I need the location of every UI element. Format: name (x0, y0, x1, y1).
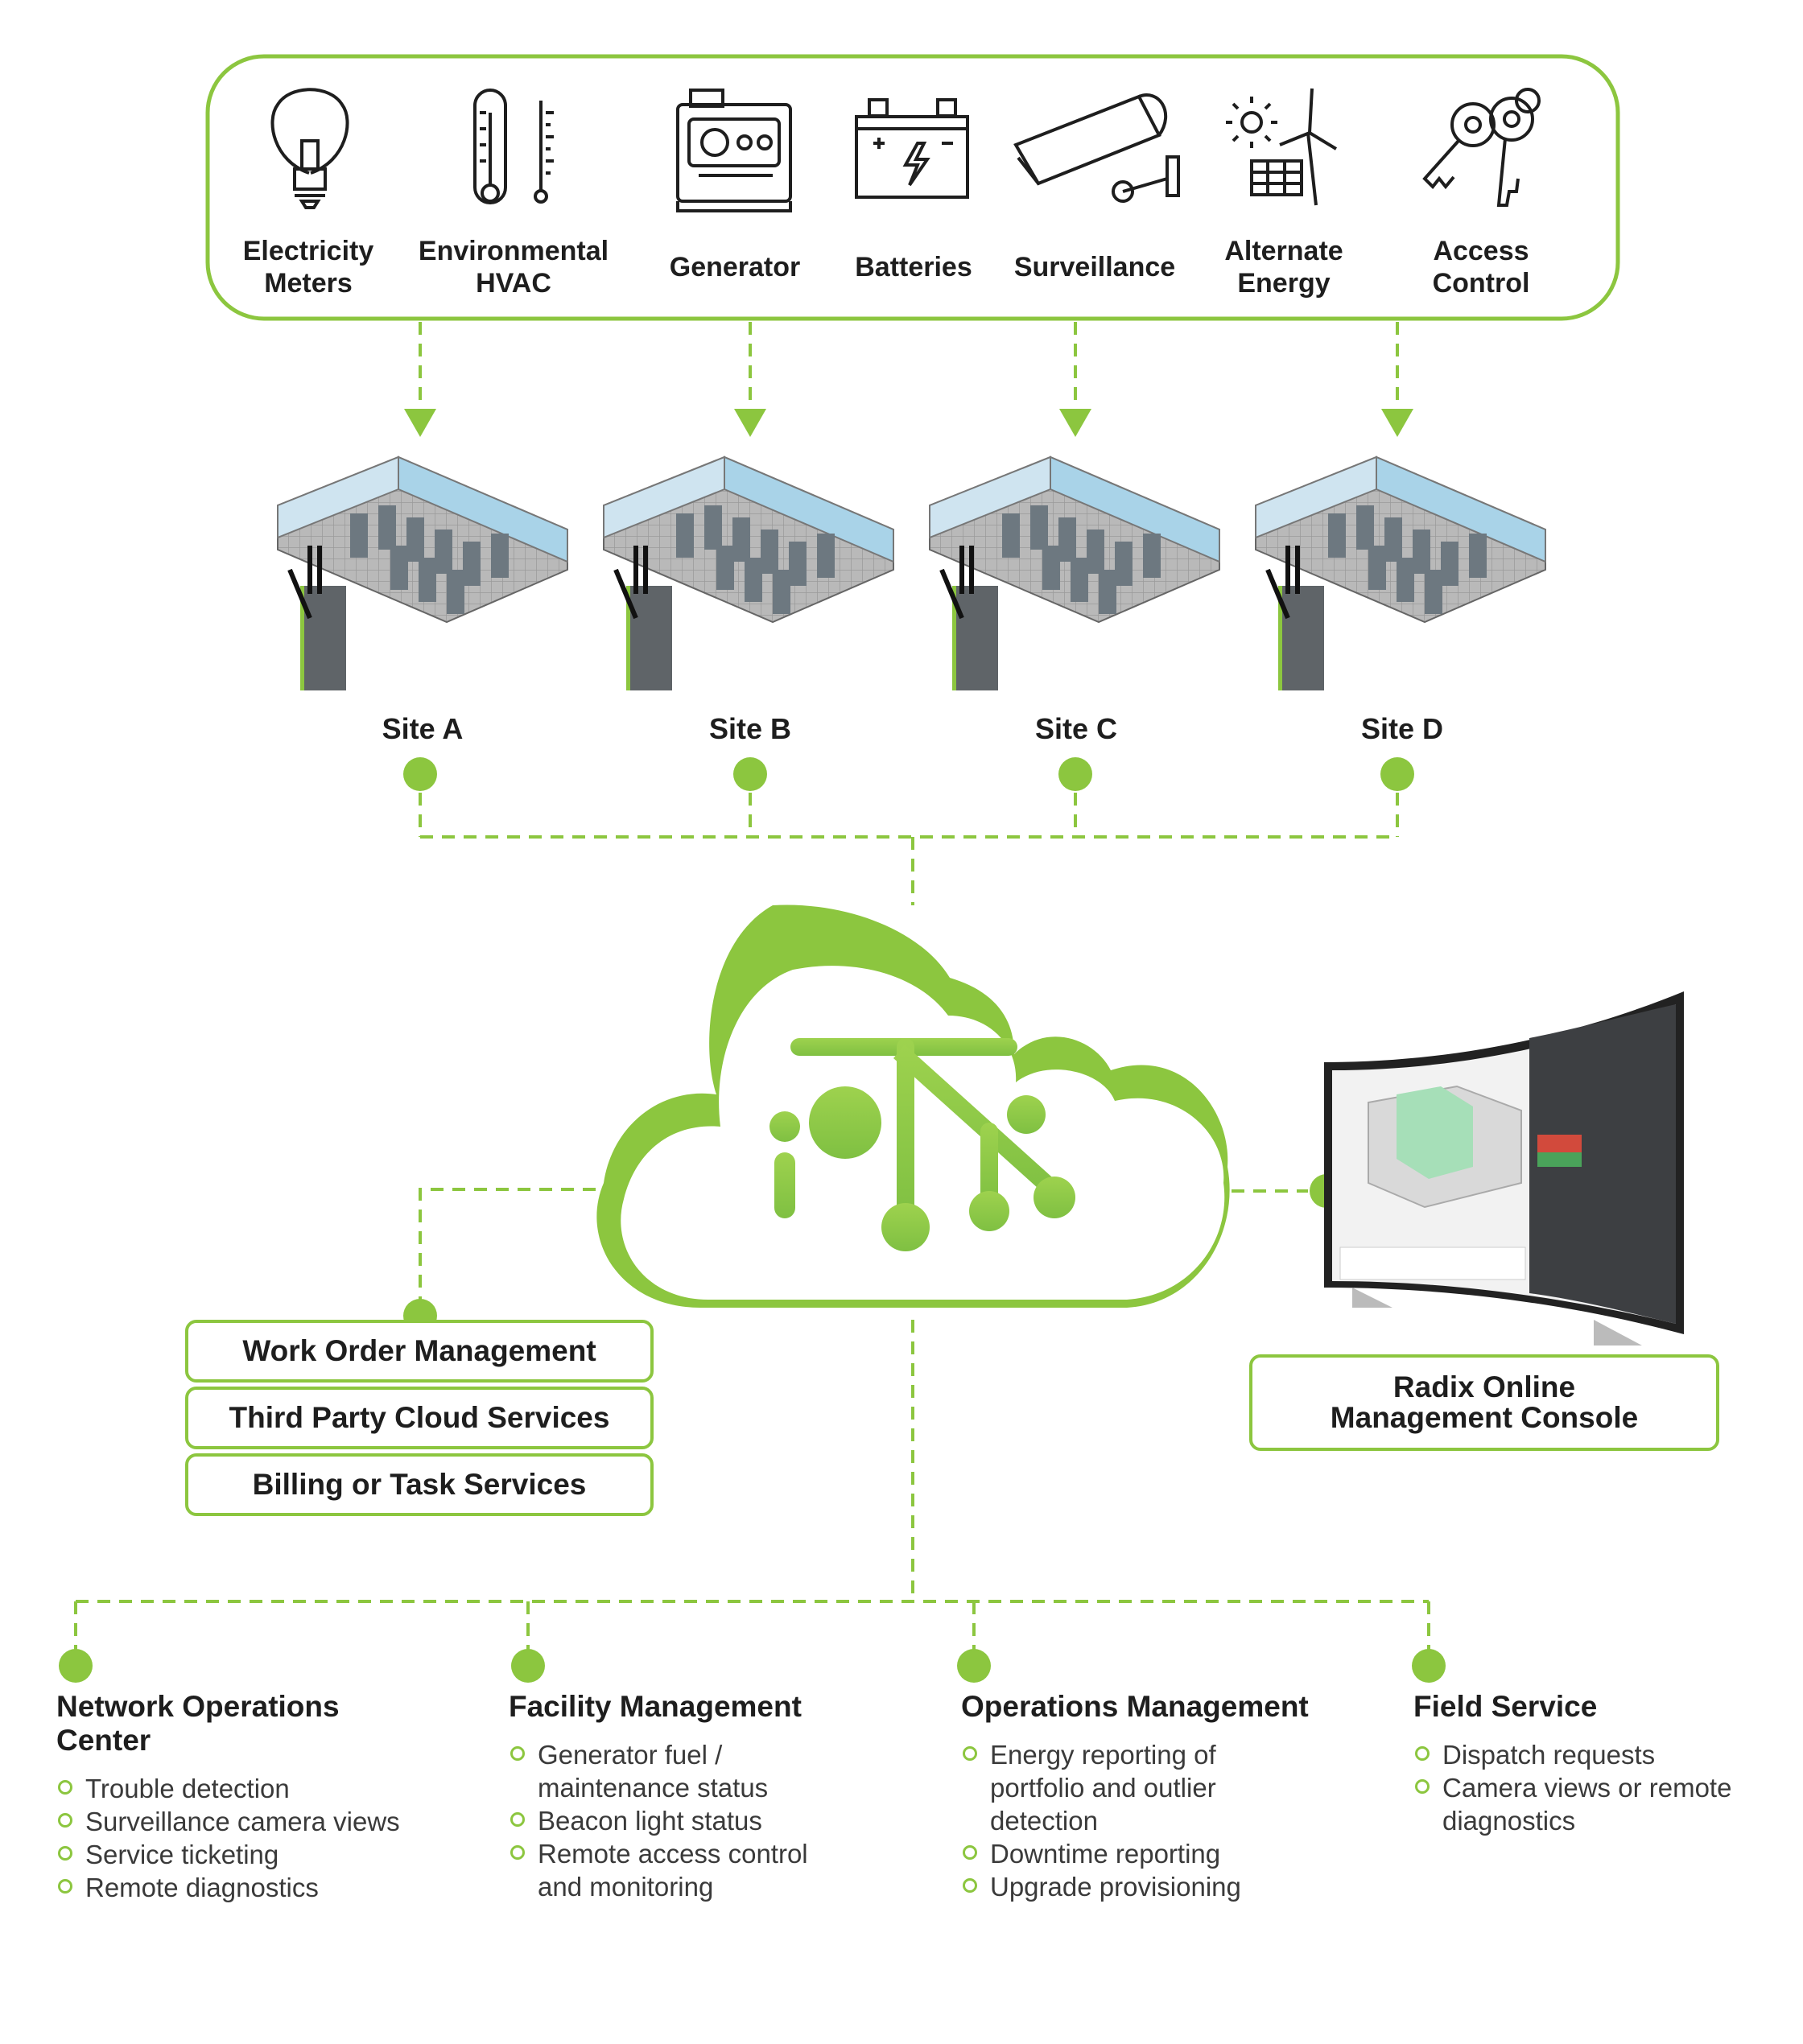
column-operations-management: Operations Management Energy reporting o… (961, 1690, 1396, 1903)
device-label-hvac: Environmental HVAC (418, 236, 609, 299)
device-label-surveillance: Surveillance (1013, 252, 1176, 282)
column-facility-management: Facility Management Generator fuel / mai… (509, 1690, 943, 1903)
battery-icon (855, 98, 969, 199)
column-title: Facility Management (509, 1690, 802, 1723)
list-item: Dispatch requests (1413, 1738, 1792, 1771)
site-label-d: Site D (1360, 712, 1444, 745)
generator-icon (676, 89, 792, 212)
site-c-building (929, 455, 1220, 690)
list-item: Downtime reporting (961, 1837, 1396, 1870)
device-site-connectors (419, 322, 1399, 410)
site-label-a: Site A (382, 712, 464, 745)
list-item: Service ticketing (56, 1838, 491, 1871)
site-label-c: Site C (1034, 712, 1118, 745)
list-item: Generator fuel / maintenance status (509, 1738, 943, 1804)
list-item: Upgrade provisioning (961, 1870, 1396, 1903)
site-dots (403, 757, 1414, 791)
cloud-connectors (74, 1188, 1430, 1650)
device-site-arrows (404, 409, 1413, 437)
site-b-building (603, 455, 894, 690)
wind-solar-icon (1226, 88, 1338, 206)
console-title-line2: Management Console (1330, 1401, 1639, 1434)
column-field-service: Field Service Dispatch requests Camera v… (1413, 1690, 1792, 1837)
device-label-batteries: Batteries (855, 252, 972, 282)
column-title: Operations Management (961, 1690, 1309, 1723)
list-item: Remote access control and monitoring (509, 1837, 943, 1903)
device-label-access-control: Access Control (1432, 236, 1530, 299)
iot-logo (769, 1038, 1075, 1251)
service-third-party-cloud: Third Party Cloud Services (185, 1387, 654, 1449)
monitor-icon (1324, 991, 1684, 1345)
site-cloud-connectors (419, 793, 1399, 905)
site-a-building (277, 455, 568, 690)
console-title-line1: Radix Online (1392, 1370, 1576, 1403)
service-work-order: Work Order Management (185, 1320, 654, 1383)
list-item: Trouble detection (56, 1772, 491, 1805)
device-group-frame (205, 54, 1620, 321)
column-network-operations: Network Operations Center Trouble detect… (56, 1690, 491, 1904)
site-label-b: Site B (708, 712, 792, 745)
column-title: Field Service (1413, 1690, 1598, 1723)
list-item: Remote diagnostics (56, 1871, 491, 1904)
service-billing: Billing or Task Services (185, 1453, 654, 1516)
keys-icon (1422, 88, 1541, 207)
column-title: Network Operations Center (56, 1690, 340, 1757)
list-item: Energy reporting of portfolio and outlie… (961, 1738, 1396, 1837)
list-item: Camera views or remote diagnostics (1413, 1771, 1792, 1837)
surveillance-camera-icon (1013, 93, 1180, 203)
list-item: Beacon light status (509, 1804, 943, 1837)
list-item: Surveillance camera views (56, 1805, 491, 1838)
device-label-alternate-energy: Alternate Energy (1224, 236, 1343, 299)
site-d-building (1255, 455, 1546, 690)
lightbulb-icon (270, 88, 349, 209)
thermometer-icon (473, 89, 554, 204)
device-label-electricity: Electricity Meters (242, 236, 374, 299)
cloud-icon (596, 905, 1230, 1308)
device-label-generator: Generator (669, 252, 801, 282)
console-box: Radix Online Management Console (1249, 1354, 1719, 1451)
